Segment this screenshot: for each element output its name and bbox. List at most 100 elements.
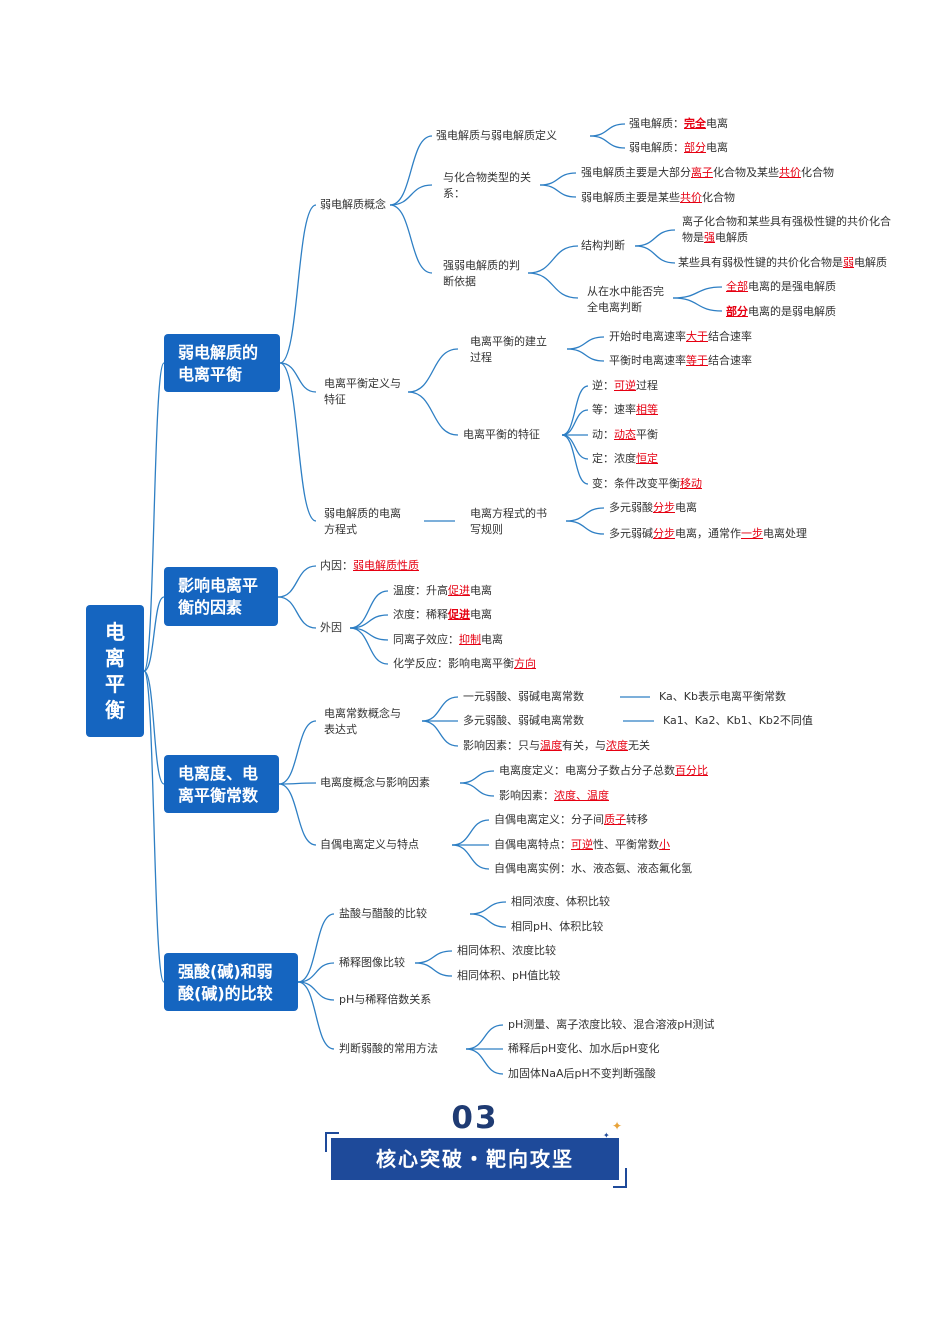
node-initial-rate: 开始时电离速率大于结合速率 — [609, 329, 752, 345]
node-text: 某些具有弱极性键的共价化合物是 — [678, 256, 843, 269]
node-equilibrium-establishment: 电离平衡的建立过程 — [470, 334, 552, 366]
highlight-term: 移动 — [680, 477, 702, 490]
node-strong-structure: 离子化合物和某些具有强极性键的共价化合物是强电解质 — [682, 214, 892, 246]
connector-line — [634, 229, 676, 247]
highlight-term: 完全 — [684, 117, 706, 130]
connector-line — [349, 627, 389, 665]
node-degree-factors: 影响因素：浓度、温度 — [499, 788, 609, 804]
node-hcl-vs-acetic: 盐酸与醋酸的比较 — [339, 906, 427, 922]
node-text: 强电解质主要是大部分 — [581, 166, 691, 179]
node-text: 电离平衡定义与特征 — [324, 377, 401, 406]
node-text: 稀释图像比较 — [339, 956, 405, 969]
node-text: 相同体积、pH值比较 — [457, 969, 561, 982]
node-concentration-effect: 浓度：稀释促进电离 — [393, 607, 492, 623]
connector-line — [565, 507, 605, 522]
highlight-term: 质子 — [604, 813, 626, 826]
connector-line — [279, 204, 317, 364]
node-structure-judgement: 结构判断 — [581, 238, 625, 254]
node-text: 盐酸与醋酸的比较 — [339, 907, 427, 920]
node-weak-structure: 某些具有弱极性键的共价化合物是弱电解质 — [678, 255, 887, 271]
node-text: 自偶电离特点： — [494, 838, 571, 851]
node-text: 平衡 — [636, 428, 658, 441]
connector-line — [278, 783, 317, 846]
connector-line — [469, 901, 507, 915]
connector-line — [143, 596, 165, 672]
node-text: 从在水中能否完全电离判断 — [587, 285, 664, 314]
node-text: 弱电解质概念 — [320, 198, 386, 211]
connector-line — [143, 362, 165, 672]
highlight-term: 方向 — [514, 657, 536, 670]
node-weak-partial-ionization: 弱电解质：部分电离 — [629, 140, 728, 156]
node-text: 加固体NaA后pH不变判断强酸 — [508, 1067, 656, 1080]
node-common-ion-effect: 同离子效应：抑制电离 — [393, 632, 503, 648]
node-strong-compound-types: 强电解质主要是大部分离子化合物及某些共价化合物 — [581, 165, 834, 181]
node-partial-ionization-weak: 部分电离的是弱电解质 — [726, 304, 836, 320]
highlight-term: 浓度 — [606, 739, 628, 752]
highlight-term: 浓度、温度 — [554, 789, 609, 802]
node-text: 电离 — [470, 584, 492, 597]
node-text: 化学反应：影响电离平衡 — [393, 657, 514, 670]
node-temperature-effect: 温度：升高促进电离 — [393, 583, 492, 599]
node-same-volume-concentration: 相同体积、浓度比较 — [457, 943, 556, 959]
node-text: 化合物及某些 — [713, 166, 779, 179]
connector-line — [566, 348, 605, 362]
connector-line — [561, 409, 589, 436]
connector-line — [589, 123, 626, 137]
node-text: 判断弱酸的常用方法 — [339, 1042, 438, 1055]
highlight-term: 共价 — [680, 191, 702, 204]
node-feature-shift: 变：条件改变平衡移动 — [592, 476, 702, 492]
connector-line — [561, 434, 589, 460]
node-text: 过程 — [636, 379, 658, 392]
node-text: 电离度定义：电离分子数占分子总数 — [499, 764, 675, 777]
highlight-term: 部分 — [684, 141, 706, 154]
node-text: 多元弱酸、弱碱电离常数 — [463, 714, 584, 727]
node-text: 变：条件改变平衡 — [592, 477, 680, 490]
highlight-term: 共价 — [779, 166, 801, 179]
node-ka-kb: Ka、Kb表示电离平衡常数 — [659, 689, 786, 705]
node-text: 电解质 — [715, 231, 748, 244]
connector-line — [465, 1024, 504, 1050]
node-text: 转移 — [626, 813, 648, 826]
node-polyprotic-constant: 多元弱酸、弱碱电离常数 — [463, 713, 584, 729]
highlight-term: 可逆 — [614, 379, 636, 392]
node-method-dilution: 稀释后pH变化、加水后pH变化 — [508, 1041, 660, 1057]
section-banner: 核心突破・靶向攻坚 — [331, 1138, 619, 1180]
node-dilution-graph: 稀释图像比较 — [339, 955, 405, 971]
node-feature-dynamic: 动：动态平衡 — [592, 427, 658, 443]
node-text: 电离 — [470, 608, 492, 621]
node-text: 电解质 — [854, 256, 887, 269]
connector-line — [279, 362, 317, 522]
node-text: 电离处理 — [763, 527, 807, 540]
node-text: 开始时电离速率 — [609, 330, 686, 343]
highlight-term: 弱 — [843, 256, 854, 269]
node-text: 电离平衡的特征 — [463, 428, 540, 441]
connector-line — [672, 286, 723, 299]
node-text: 自偶电离定义与特点 — [320, 838, 419, 851]
connector-line — [297, 962, 335, 983]
connector-line — [349, 627, 389, 641]
node-ph-dilution: pH与稀释倍数关系 — [339, 992, 431, 1008]
connector-line — [407, 348, 459, 393]
node-text: 等：速率 — [592, 403, 636, 416]
node-text: 温度：升高 — [393, 584, 448, 597]
highlight-term: 等于 — [686, 354, 708, 367]
connector-line — [451, 819, 490, 846]
node-text: pH测量、离子浓度比较、混合溶液pH测试 — [508, 1018, 715, 1031]
node-text: 电离常数概念与表达式 — [324, 707, 401, 736]
connector-line — [459, 782, 495, 797]
node-strong-full-ionization: 强电解质：完全电离 — [629, 116, 728, 132]
node-weak-compound-types: 弱电解质主要是某些共价化合物 — [581, 190, 735, 206]
node-text: 相同体积、浓度比较 — [457, 944, 556, 957]
node-text: 动： — [592, 428, 614, 441]
node-text: 电离 — [481, 633, 503, 646]
node-text: 浓度：稀释 — [393, 608, 448, 621]
highlight-term: 促进 — [448, 608, 470, 621]
node-text: 强电解质： — [629, 117, 684, 130]
node-text: 结合速率 — [708, 330, 752, 343]
highlight-term: 恒定 — [636, 452, 658, 465]
node-weak-acid-methods: 判断弱酸的常用方法 — [339, 1041, 438, 1057]
node-text: Ka1、Ka2、Kb1、Kb2不同值 — [663, 714, 813, 727]
node-same-concentration: 相同浓度、体积比较 — [511, 894, 610, 910]
node-same-ph: 相同pH、体积比较 — [511, 919, 603, 935]
connector-line — [421, 696, 459, 722]
